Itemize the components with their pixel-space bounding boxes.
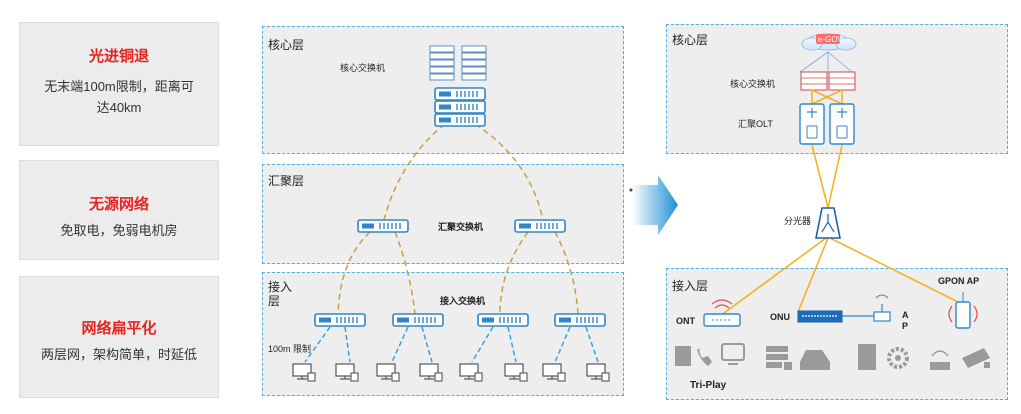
gpon-ap-label: GPON AP	[938, 276, 980, 286]
feature-box-fiber: 光进铜退 无末端100m限制，距离可达40km	[19, 22, 219, 146]
core-rack-icon	[429, 45, 487, 81]
car-icon	[800, 350, 830, 370]
ont-icon	[703, 299, 741, 327]
feature-desc: 无末端100m限制，距离可达40km	[44, 79, 194, 115]
pc-icon	[335, 363, 359, 382]
feature-title: 网络扁平化	[81, 320, 157, 337]
pc-icon	[542, 363, 566, 382]
splitter-label: 分光器	[784, 216, 812, 226]
pc-icon	[376, 363, 400, 382]
ap-icon	[873, 294, 891, 322]
feature-desc: 免取电，免弱电机房	[60, 223, 178, 238]
pc-icon	[586, 363, 610, 382]
onu-icon	[797, 310, 874, 323]
router-icon	[930, 350, 950, 370]
aggregation-layer-panel	[262, 164, 624, 264]
tv-icon	[721, 343, 745, 365]
pon-core-switch-label: 核心交换机	[730, 79, 776, 89]
cloud-icon	[801, 33, 857, 51]
agg-switch-label: 汇聚交换机	[438, 222, 484, 232]
pon-core-layer-title: 核心层	[672, 33, 709, 47]
splitter-icon	[815, 207, 841, 239]
core-to-agg-links	[383, 123, 544, 221]
access-layer-title: 接入层	[268, 280, 293, 308]
camera-icon	[962, 348, 990, 368]
pon-core-switch-icon	[800, 71, 856, 91]
core-switch-stack-icon	[434, 87, 486, 127]
agg-layer-title: 汇聚层	[268, 174, 305, 188]
feature-box-flat: 网络扁平化 两层网，架构简单，时延低	[19, 276, 219, 398]
access-switch-icon	[554, 313, 606, 327]
gear-icon	[887, 347, 909, 369]
pon-access-layer-panel	[666, 268, 1008, 400]
agg-switch-icon	[357, 219, 409, 233]
distance-limit-label: 100m 限制	[268, 344, 312, 354]
core-layer-title: 核心层	[268, 38, 305, 52]
building-icon	[858, 344, 876, 370]
ap-label: A P	[902, 310, 909, 331]
pon-access-layer-title: 接入层	[672, 279, 709, 293]
cloud-label: e-GOV	[818, 35, 843, 44]
pc-icon	[419, 363, 443, 382]
tri-play-label: Tri-Play	[690, 380, 727, 391]
feature-title: 光进铜退	[88, 48, 149, 65]
feature-title: 无源网络	[88, 196, 149, 213]
ont-label: ONT	[676, 316, 695, 326]
access-to-pc-links	[304, 326, 599, 363]
core-switch-label: 核心交换机	[340, 63, 386, 73]
pon-core-lines	[799, 51, 853, 73]
feature-box-passive: 无源网络 免取电，免弱电机房	[19, 160, 219, 260]
transition-arrow-icon	[629, 175, 678, 235]
olt-icon	[799, 103, 855, 145]
access-switch-icon	[314, 313, 366, 327]
access-switch-icon	[477, 313, 529, 327]
access-switch-icon	[392, 313, 444, 327]
server-lock-icon	[766, 346, 792, 370]
onu-label: ONU	[770, 312, 790, 322]
feature-desc: 两层网，架构简单，时延低	[40, 347, 197, 362]
pc-icon	[504, 363, 528, 382]
desktop-phone-icon	[675, 346, 712, 366]
gpon-ap-icon	[948, 292, 978, 329]
access-switch-label: 接入交换机	[440, 296, 486, 306]
olt-label: 汇聚OLT	[738, 119, 773, 129]
pc-icon	[292, 363, 316, 382]
agg-switch-icon	[514, 219, 566, 233]
fiber-links	[719, 89, 963, 317]
agg-to-access-links	[337, 231, 579, 315]
pc-icon	[459, 363, 483, 382]
